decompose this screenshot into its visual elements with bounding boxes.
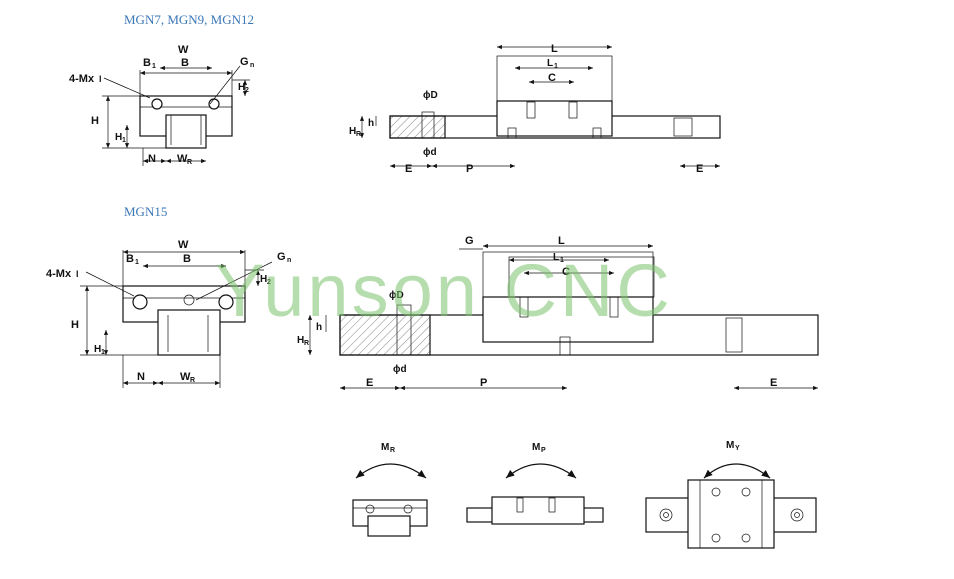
svg-text:1: 1 bbox=[152, 63, 156, 70]
label-e-left-small: E bbox=[405, 163, 412, 175]
svg-text:2: 2 bbox=[245, 87, 249, 94]
label-my: M bbox=[726, 440, 734, 451]
label-n-large: N bbox=[137, 371, 145, 383]
large-side-view bbox=[307, 243, 819, 391]
label-c-large: C bbox=[562, 266, 570, 278]
label-w-small: W bbox=[178, 44, 189, 56]
svg-text:Y: Y bbox=[735, 445, 740, 452]
label-n-small: N bbox=[148, 153, 156, 165]
label-p-small: P bbox=[466, 163, 473, 175]
label-b-large: B bbox=[183, 253, 191, 265]
label-hr-large: H bbox=[297, 335, 304, 346]
label-b-small: B bbox=[181, 57, 189, 69]
svg-text:n: n bbox=[287, 257, 291, 264]
label-wr-large: W bbox=[180, 371, 191, 383]
label-d-small: ϕD bbox=[423, 90, 438, 101]
label-e-right-small: E bbox=[696, 163, 703, 175]
small-cross-section bbox=[102, 65, 250, 166]
label-h1-large: H bbox=[94, 344, 101, 355]
svg-text:P: P bbox=[541, 447, 546, 454]
label-h-small: H bbox=[91, 115, 99, 127]
moment-yaw-diagram bbox=[645, 463, 817, 549]
label-w-large: W bbox=[178, 239, 189, 251]
label-l1-small: L bbox=[547, 58, 553, 69]
svg-text:1: 1 bbox=[101, 349, 105, 356]
label-d-hole-large: ϕd bbox=[393, 364, 407, 375]
label-4m-large: 4-Mx bbox=[46, 268, 72, 280]
label-mp: M bbox=[532, 442, 540, 453]
label-e-left-large: E bbox=[366, 377, 373, 389]
label-4m-small: 4-Mx bbox=[69, 73, 95, 85]
label-h-large: H bbox=[71, 319, 79, 331]
svg-text:R: R bbox=[190, 377, 195, 384]
caption-large-series: MGN15 bbox=[124, 204, 168, 219]
svg-text:R: R bbox=[390, 447, 395, 454]
svg-text:1: 1 bbox=[122, 137, 126, 144]
svg-text:n: n bbox=[250, 62, 254, 69]
large-cross-section bbox=[80, 249, 273, 388]
svg-text:R: R bbox=[356, 131, 361, 138]
label-d-large: ϕD bbox=[389, 290, 404, 301]
svg-text:R: R bbox=[187, 159, 192, 166]
label-l1-large: L bbox=[553, 252, 559, 263]
moment-roll-diagram bbox=[352, 463, 428, 537]
label-c-small: C bbox=[548, 72, 556, 84]
svg-text:1: 1 bbox=[554, 63, 558, 70]
svg-text:l: l bbox=[99, 74, 102, 84]
label-h-lower-large: h bbox=[316, 322, 322, 333]
label-d-hole-small: ϕd bbox=[423, 147, 437, 158]
label-e-right-large: E bbox=[770, 377, 777, 389]
label-hr-small: H bbox=[349, 126, 356, 137]
svg-text:2: 2 bbox=[267, 279, 271, 286]
label-h2-large: H bbox=[260, 274, 267, 285]
label-b1-small: B bbox=[143, 57, 151, 69]
label-l-large: L bbox=[558, 235, 565, 247]
label-l-small: L bbox=[551, 43, 558, 55]
svg-text:1: 1 bbox=[560, 257, 564, 264]
label-wr-small: W bbox=[177, 153, 188, 165]
svg-text:l: l bbox=[76, 269, 79, 279]
label-p-large: P bbox=[480, 377, 487, 389]
label-h-lower-small: h bbox=[368, 118, 374, 129]
label-h1-small: H bbox=[115, 132, 122, 143]
label-g-large: G bbox=[277, 251, 286, 263]
small-side-view bbox=[359, 44, 721, 169]
label-mr: M bbox=[381, 442, 389, 453]
caption-small-series: MGN7, MGN9, MGN12 bbox=[124, 12, 255, 27]
label-g-small: G bbox=[240, 56, 249, 68]
label-h2-small: H bbox=[238, 82, 245, 93]
label-b1-large: B bbox=[126, 253, 134, 265]
svg-text:R: R bbox=[304, 340, 309, 347]
label-g-side-large: G bbox=[465, 235, 474, 247]
svg-text:1: 1 bbox=[135, 259, 139, 266]
moment-pitch-diagram bbox=[466, 463, 604, 525]
